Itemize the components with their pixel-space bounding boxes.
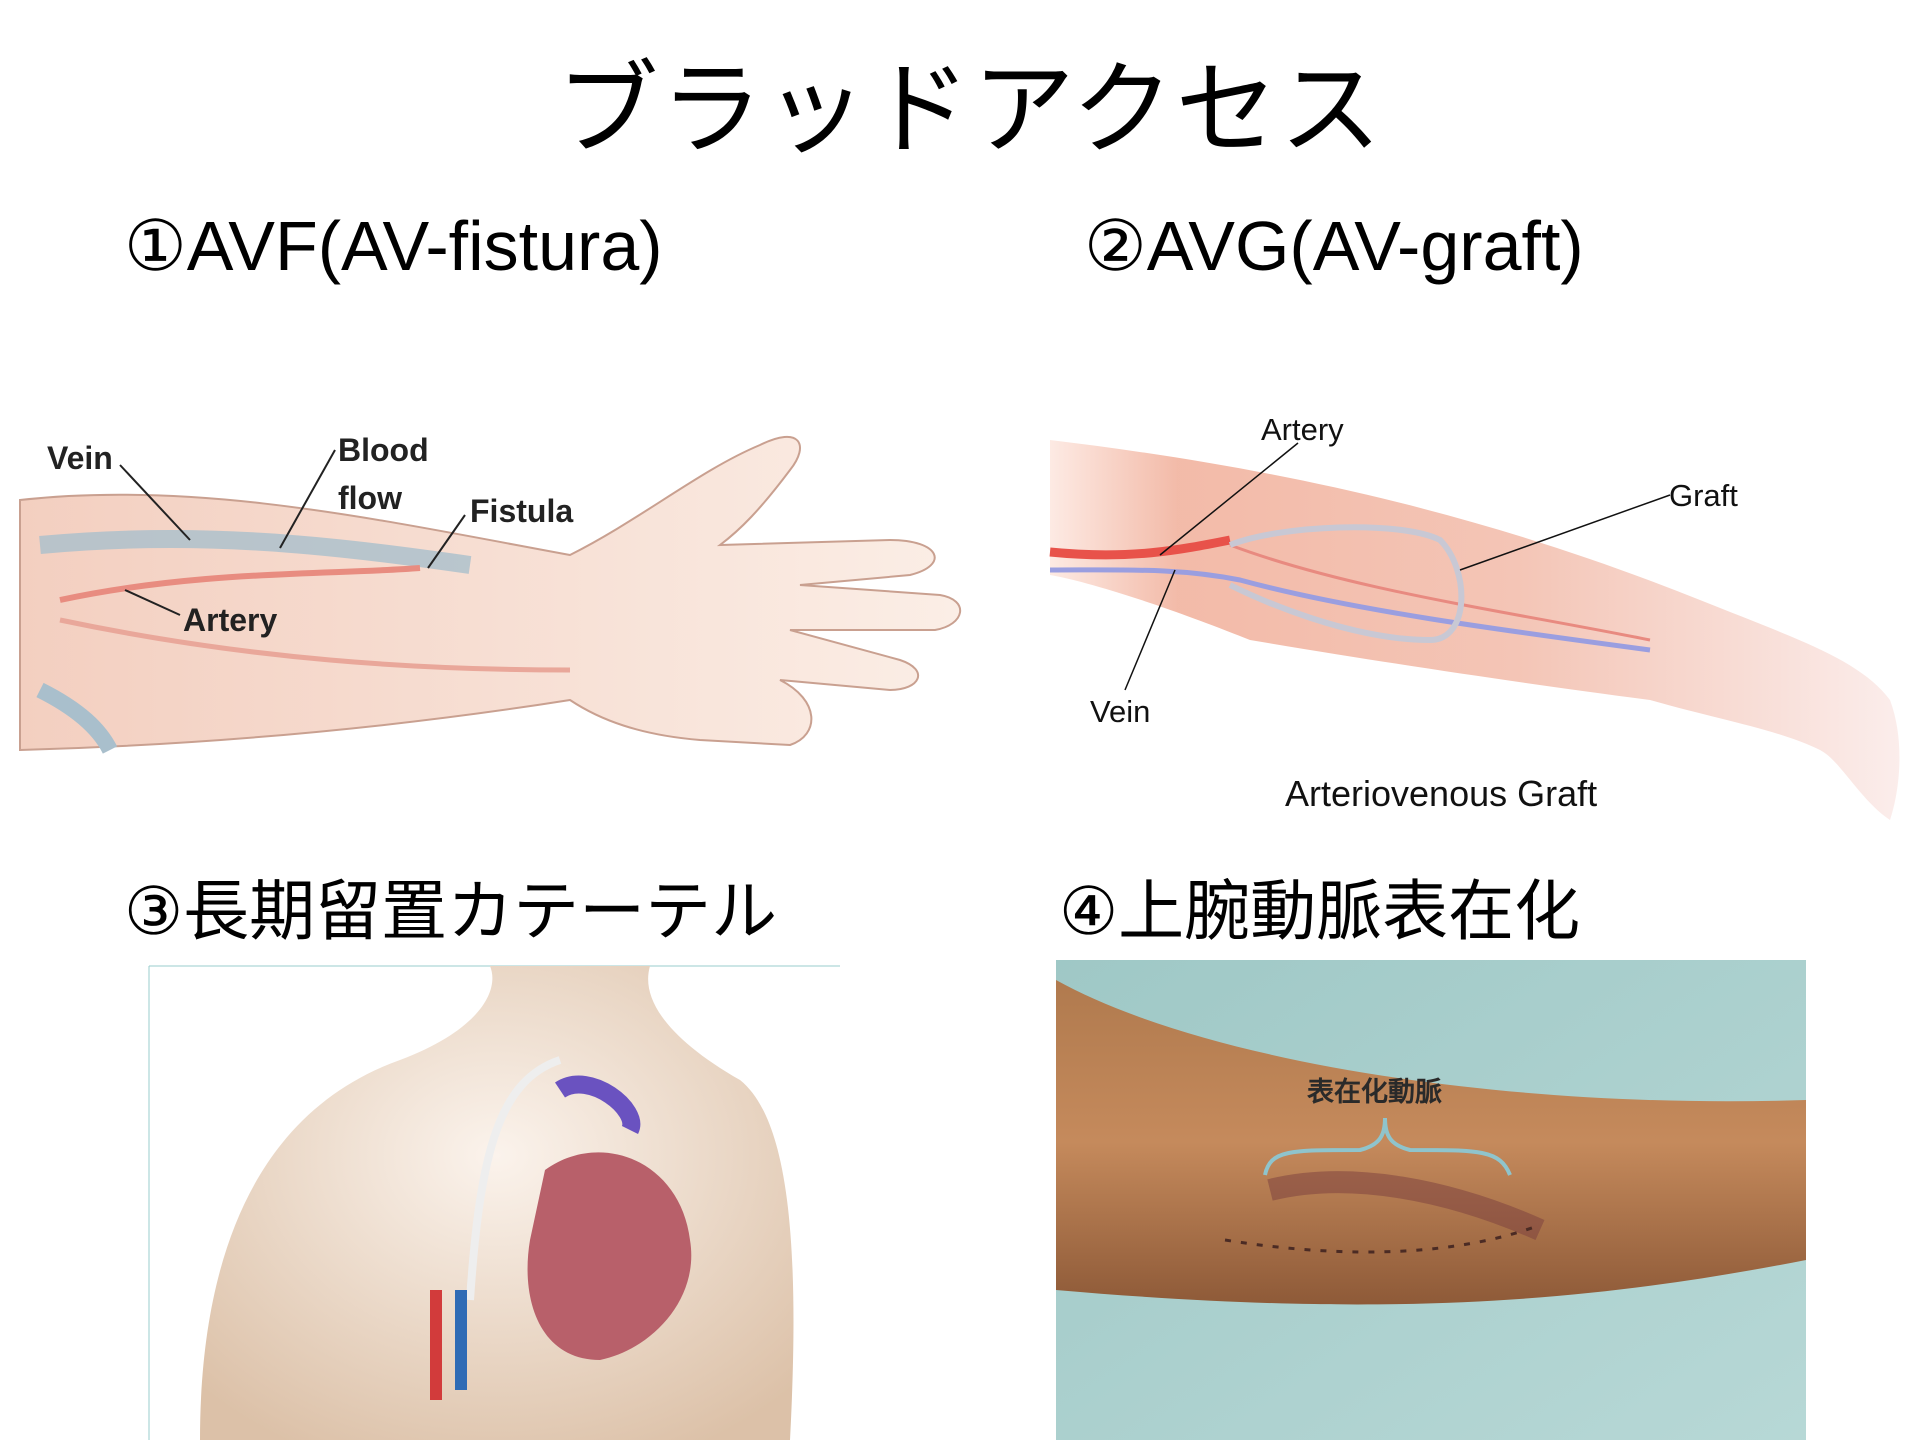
avg-illustration — [1049, 440, 1900, 820]
avf-label-artery: Artery — [183, 602, 278, 638]
avg-label-vein: Vein — [1090, 694, 1151, 729]
avg-caption: Arteriovenous Graft — [1285, 773, 1598, 814]
avf-illustration — [19, 435, 961, 754]
avf-label-flow: flow — [338, 480, 402, 516]
avg-label-artery: Artery — [1261, 412, 1344, 447]
catheter-illustration — [148, 965, 840, 1440]
superficialized-artery-photo — [1056, 960, 1806, 1440]
avf-label-fistula: Fistula — [470, 493, 574, 529]
photo-label: 表在化動脈 — [1307, 1077, 1442, 1108]
avg-label-graft: Graft — [1669, 478, 1738, 513]
heading-brachial-artery: ④上腕動脈表在化 — [1059, 873, 1581, 950]
heading-avg: ②AVG(AV-graft) — [1084, 207, 1584, 285]
heading-avf: ①AVF(AV-fistura) — [124, 207, 663, 285]
slide-title: ブラッドアクセス — [556, 51, 1384, 170]
avf-label-vein: Vein — [47, 440, 113, 476]
avf-label-blood: Blood — [338, 432, 429, 468]
heading-catheter: ③長期留置カテーテル — [124, 873, 778, 950]
